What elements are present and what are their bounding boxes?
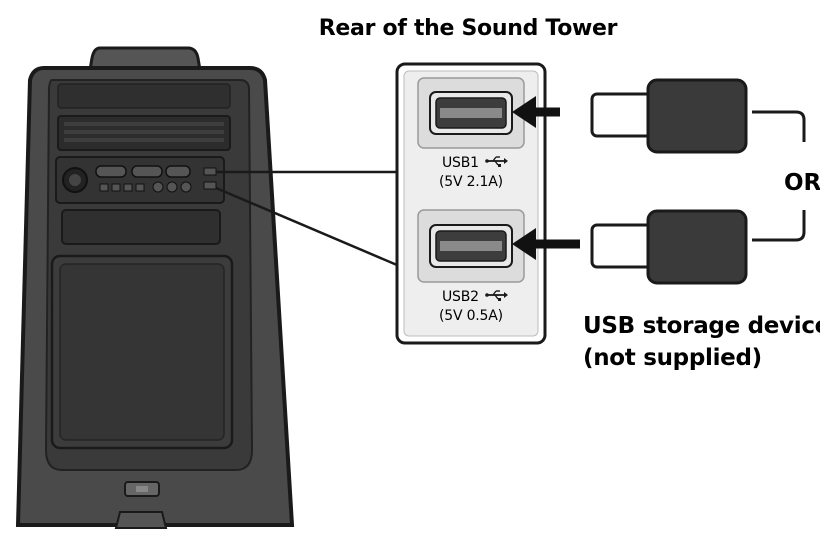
usb-symbol-icon <box>485 290 508 301</box>
diagram-title: Rear of the Sound Tower <box>319 16 618 41</box>
sound-tower <box>15 46 295 529</box>
usb-storage-device-2 <box>590 209 748 285</box>
rear-control-panel <box>55 156 225 204</box>
usb1-port <box>417 77 525 149</box>
usb2-port <box>417 209 525 283</box>
usb-port-panel: USB1 (5V 2.1A) USB2 (5V 0. <box>395 62 547 345</box>
insert-arrow-1 <box>512 96 560 128</box>
usb1-label: USB1 <box>442 155 479 171</box>
usb-storage-device-1 <box>590 78 748 154</box>
usb1-spec: (5V 2.1A) <box>439 174 503 190</box>
usb2-spec: (5V 0.5A) <box>439 308 503 324</box>
insert-arrow-2 <box>512 228 580 260</box>
usb-symbol-icon <box>485 156 508 167</box>
usb2-label: USB2 <box>442 289 479 305</box>
or-label: OR <box>784 170 820 196</box>
device-label-line2: (not supplied) <box>583 345 762 371</box>
device-label-line1: USB storage device <box>583 313 820 339</box>
